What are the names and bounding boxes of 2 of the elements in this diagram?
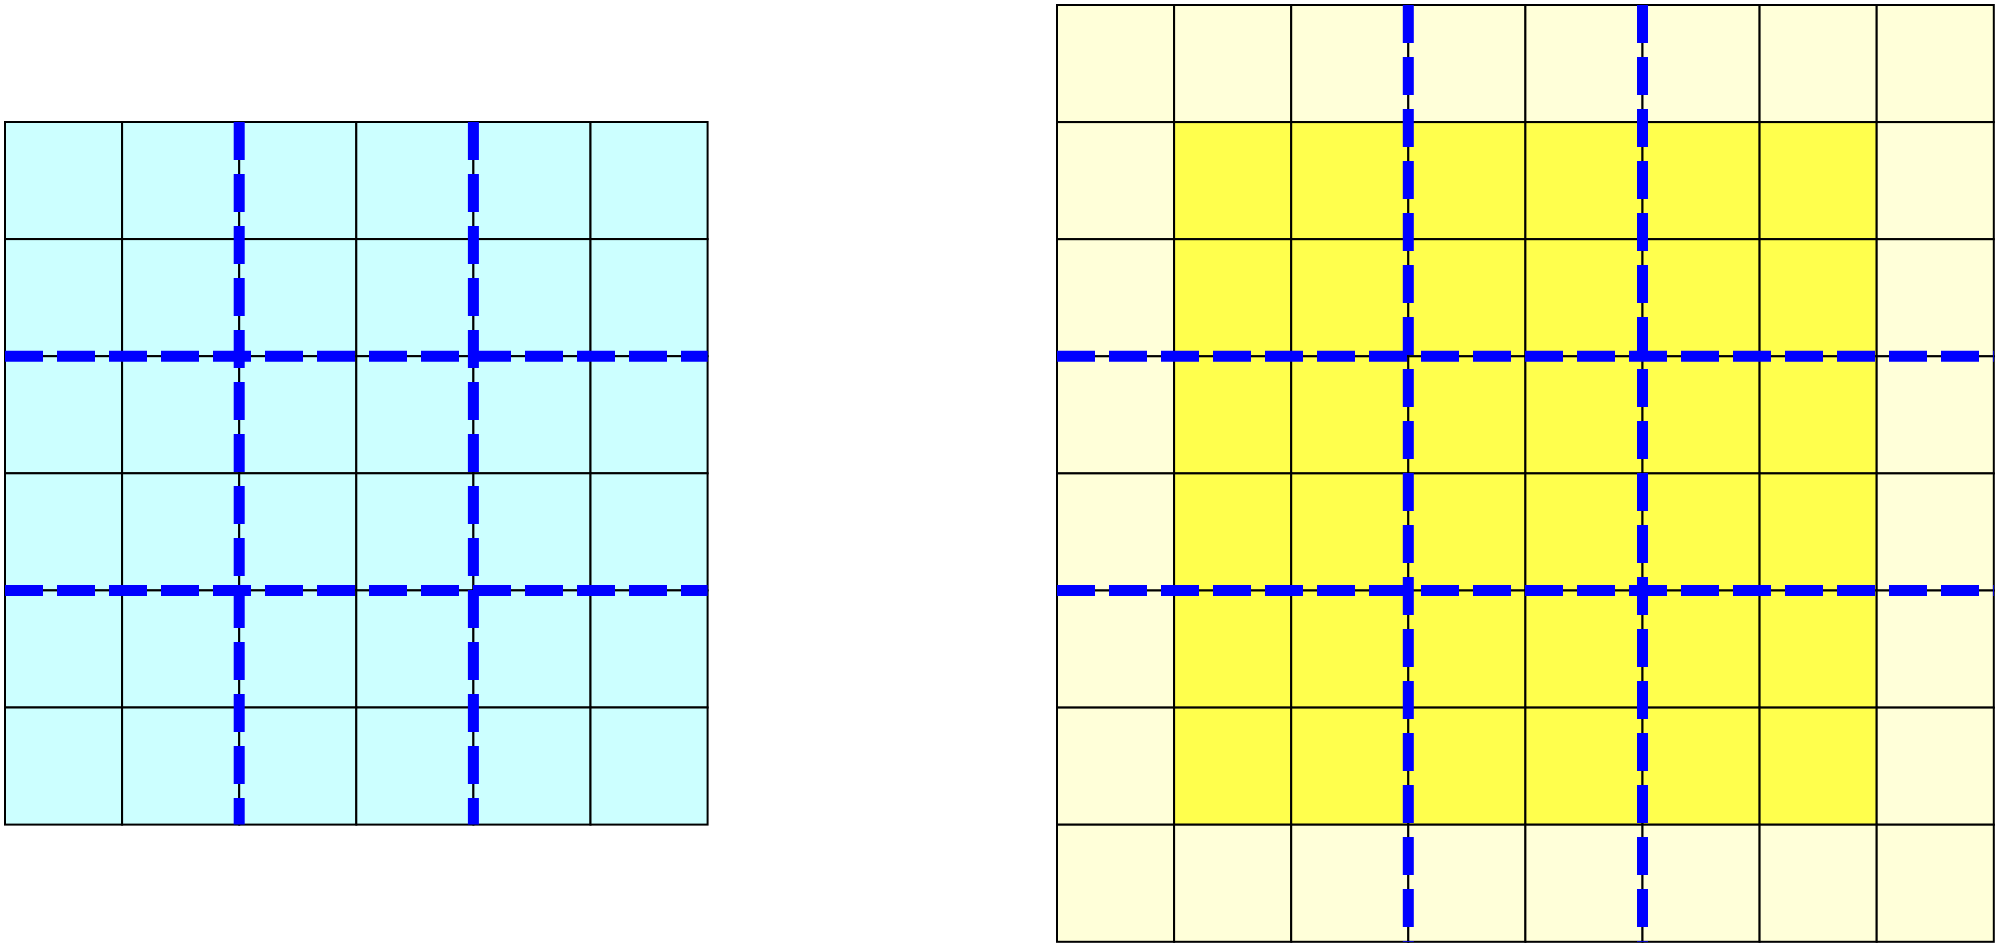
grid-drawing [1056, 4, 1995, 943]
grid-drawing [4, 121, 709, 826]
